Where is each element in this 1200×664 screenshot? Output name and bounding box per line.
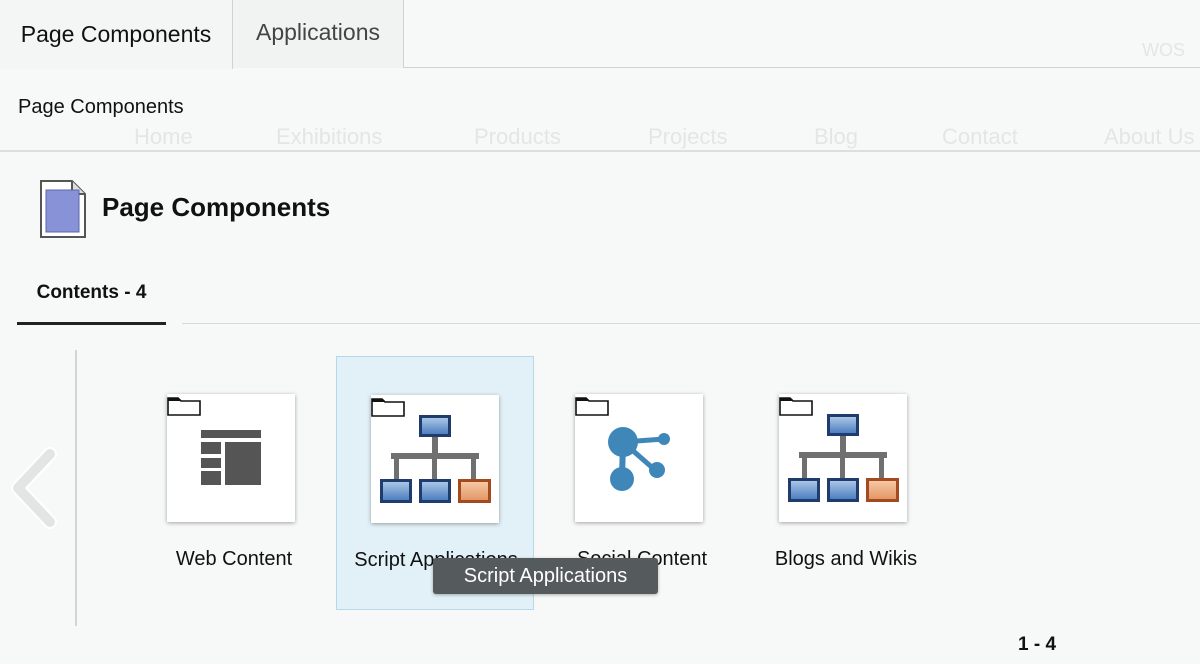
background-nav-contact: Contact xyxy=(942,124,1018,149)
hierarchy-icon xyxy=(788,414,899,502)
breadcrumb-divider xyxy=(0,150,1200,152)
tab-contents[interactable]: Contents - 4 xyxy=(17,280,166,325)
background-nav-projects: Projects xyxy=(648,124,728,149)
chevron-left-icon[interactable] xyxy=(6,446,62,530)
breadcrumb[interactable]: Page Components xyxy=(18,96,184,118)
component-item-social-content[interactable]: Social Content xyxy=(543,356,741,610)
folder-icon xyxy=(575,397,609,416)
tooltip: Script Applications xyxy=(433,558,658,594)
component-item-blogs-and-wikis[interactable]: Blogs and Wikis xyxy=(747,356,945,610)
component-card[interactable] xyxy=(575,394,703,522)
contents-tab-underline xyxy=(182,323,1200,324)
background-nav-exhibitions: Exhibitions xyxy=(276,124,383,149)
background-nav-about: About Us xyxy=(1104,124,1195,149)
tab-applications[interactable]: Applications xyxy=(233,0,404,68)
tab-page-components[interactable]: Page Components xyxy=(0,0,233,69)
component-label: Blogs and Wikis xyxy=(774,548,918,570)
pagination-range: 1 - 4 xyxy=(1018,634,1057,655)
background-nav-products: Products xyxy=(474,124,561,149)
background-nav-home: Home xyxy=(134,124,193,149)
component-item-web-content[interactable]: Web Content xyxy=(135,356,333,610)
component-card[interactable] xyxy=(167,394,295,522)
carousel-divider xyxy=(75,350,77,626)
tab-bar: Page Components Applications xyxy=(0,0,1200,69)
web-content-layout-icon xyxy=(201,430,261,485)
folder-icon xyxy=(371,398,405,417)
background-nav-blog: Blog xyxy=(814,124,859,149)
folder-icon xyxy=(167,397,201,416)
page-document-icon xyxy=(40,180,86,238)
share-icon xyxy=(608,427,670,491)
component-card[interactable] xyxy=(779,394,907,522)
hierarchy-icon xyxy=(380,415,491,503)
component-label: Web Content xyxy=(175,548,293,570)
folder-icon xyxy=(779,397,813,416)
component-card[interactable] xyxy=(371,395,499,523)
page-title: Page Components xyxy=(102,192,331,222)
